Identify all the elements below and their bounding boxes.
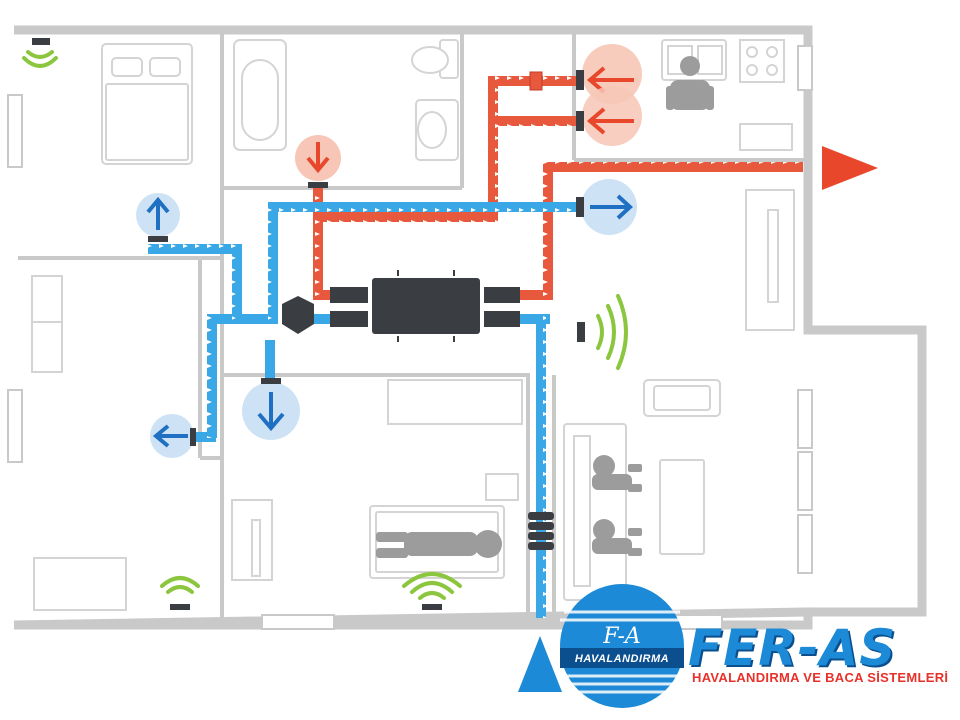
outlet-arrow-icon (150, 414, 196, 458)
outlet-arrow-icon (136, 193, 180, 242)
sink-icon (415, 99, 459, 161)
sound-waves-icon (160, 576, 200, 594)
sound-waves-icon (596, 294, 628, 370)
fresh-air-ducts (148, 202, 580, 618)
walls (13, 25, 927, 630)
exhaust-arrow-icon (576, 86, 642, 146)
toilet-icon (411, 39, 459, 79)
silencer-icon (528, 512, 554, 550)
logo-text: HAVALANDIRMA (574, 653, 670, 665)
sensor (32, 38, 50, 45)
bed-icon (101, 43, 193, 165)
brand-logo (518, 584, 684, 708)
sound-waves-icon (402, 572, 462, 600)
person-icon (376, 530, 502, 558)
distribution-box-icon (282, 296, 314, 334)
sound-waves-icon (22, 50, 58, 68)
exhaust-arrow-icon (822, 146, 878, 190)
person-icon (592, 455, 642, 492)
exhaust-arrow-icon (576, 44, 642, 104)
windows (7, 45, 813, 630)
outlet-arrow-icon (242, 378, 300, 440)
bathtub-icon (233, 39, 287, 151)
outlet-arrow-icon (576, 179, 637, 235)
exhaust-arrow-icon (295, 135, 341, 188)
person-icon (592, 519, 642, 556)
heat-recovery-unit-icon (330, 270, 520, 342)
exhaust-air-ducts (313, 71, 878, 300)
logo-signature: F-A (603, 624, 641, 649)
furniture (31, 39, 795, 611)
sofa-icon (643, 379, 721, 417)
person-icon (666, 56, 714, 110)
brand-tagline: HAVALANDIRMA VE BACA SİSTEMLERİ (692, 670, 949, 685)
brand-name: FER-AS (688, 619, 897, 677)
stove-icon (739, 39, 785, 83)
